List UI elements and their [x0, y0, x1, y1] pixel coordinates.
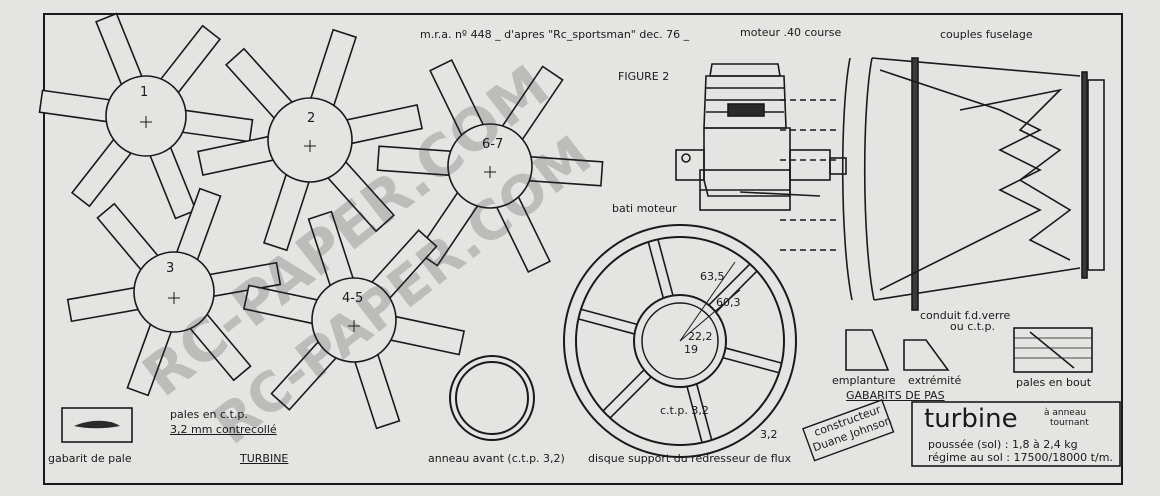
sheet-border: [43, 13, 1123, 485]
pales-ctp-label: pales en c.t.p.: [170, 408, 248, 421]
blade: [38, 89, 115, 124]
couples-label: couples fuselage: [940, 28, 1033, 41]
gabarit-pale-label: gabarit de pale: [48, 452, 132, 465]
rotor-1: [38, 12, 254, 220]
rotor-5: [242, 210, 466, 430]
disk-spoke: [657, 239, 674, 296]
front-ring: [449, 355, 535, 441]
disk-dimension-c: 22,2: [688, 330, 713, 343]
blade: [197, 134, 279, 176]
title-box: [911, 401, 1121, 467]
title-line-2: régime au sol : 17500/18000 t/m.: [928, 451, 1113, 464]
gabarits-label: GABARITS DE PAS: [846, 389, 945, 402]
disk-spoke: [725, 347, 782, 364]
emplanture-label: emplanture: [832, 374, 896, 387]
rotor-number-2: 2: [307, 111, 316, 126]
disk-material: c.t.p. 3,2: [660, 404, 709, 417]
bati-label: bati moteur: [612, 202, 677, 215]
support-disk: [563, 224, 797, 458]
rotor-number-6-7: 6-7: [482, 137, 504, 152]
blade-template-box: [61, 407, 133, 443]
blade: [308, 28, 358, 111]
disk-spoke: [708, 263, 751, 306]
pales-bout-label: pales en bout: [1016, 376, 1092, 389]
disk-dimension-a: 63,5: [700, 270, 725, 283]
disk-spoke: [609, 376, 652, 419]
title-sub-1: à anneau: [1044, 408, 1087, 418]
rotor-number-4-5: 4-5: [342, 291, 364, 306]
engine-drawing: [675, 63, 847, 211]
ring-caption: anneau avant (c.t.p. 3,2): [428, 452, 565, 465]
turbine-label: TURBINE: [240, 452, 289, 465]
rotor-number-1: 1: [140, 85, 149, 100]
blade: [66, 286, 144, 323]
disk-spoke: [580, 308, 638, 326]
rotor-2: [197, 28, 423, 252]
disk-spoke: [578, 318, 635, 335]
conduit-label-1: conduit f.d.verre: [920, 309, 1011, 322]
rotor-blades: [38, 12, 604, 430]
duct-section: [780, 57, 1105, 311]
rotor-4: [66, 187, 282, 397]
extremite-label: extrémité: [908, 374, 962, 387]
title-line-1: poussée (sol) : 1,8 à 2,4 kg: [928, 438, 1078, 451]
header-reference: m.r.a. nº 448 _ d'apres "Rc_sportsman" d…: [420, 28, 690, 41]
conduit-label-2: ou c.t.p.: [950, 320, 996, 333]
stamp-box: [802, 399, 895, 462]
disk-spoke: [722, 356, 780, 374]
disk-thickness: 3,2: [760, 428, 778, 441]
contrecolle-label: 3,2 mm contrecollé: [170, 423, 277, 436]
disk-spoke: [686, 386, 703, 443]
title-sub-2: tournant: [1050, 418, 1089, 428]
disk-dimension-d: 19: [684, 343, 698, 356]
title-main: turbine: [924, 404, 1018, 434]
disk-spoke: [647, 241, 665, 299]
blade-profile: [74, 420, 120, 429]
disk-caption: disque support du redresseur de flux: [588, 452, 792, 465]
motor-label: moteur .40 course: [740, 26, 842, 39]
blade: [177, 108, 254, 143]
rotor-number-3: 3: [166, 261, 175, 276]
figure-label: FIGURE 2: [618, 70, 670, 83]
disk-spoke: [602, 369, 645, 412]
pitch-gauges: [845, 327, 1093, 373]
disk-spoke: [695, 383, 713, 441]
disk-dimension-b: 60,3: [716, 296, 741, 309]
